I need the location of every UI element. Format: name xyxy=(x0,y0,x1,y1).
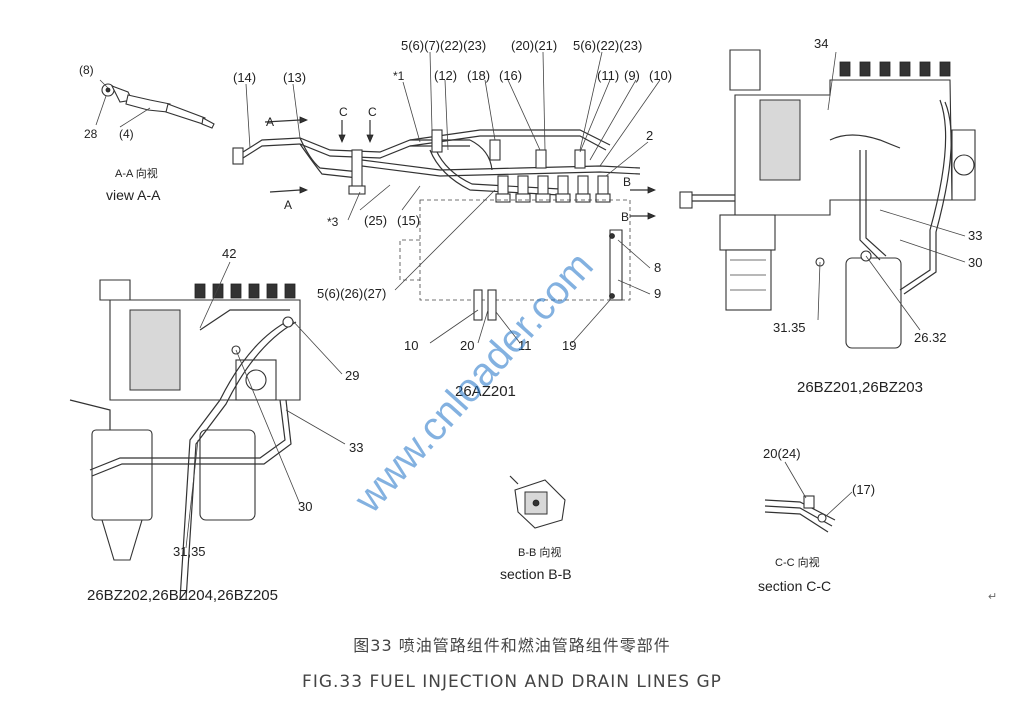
right-pump-fittings xyxy=(839,61,951,77)
view-aa-en: view A-A xyxy=(106,187,161,203)
injector-drawing xyxy=(95,79,215,129)
left-assembly-group: 42 29 33 30 31,35 26BZ202,26BZ204,26BZ20… xyxy=(69,246,363,604)
label-13: (13) xyxy=(283,70,306,85)
label-l-33: 33 xyxy=(349,440,363,455)
left-pump-fittings xyxy=(194,283,296,299)
section-bb-drawing xyxy=(509,475,566,529)
label-l-29: 29 xyxy=(345,368,359,383)
label-a-arrow-bottom: A xyxy=(284,198,292,212)
label-12: (12) xyxy=(434,68,457,83)
label-8: 8 xyxy=(654,260,661,275)
section-cc-drawing xyxy=(764,461,853,533)
label-bottom-10: 10 xyxy=(404,338,418,353)
model-26bz201-203: 26BZ201,26BZ203 xyxy=(797,379,923,396)
model-26bz202-204-205: 26BZ202,26BZ204,26BZ205 xyxy=(87,587,278,604)
label-r-30: 30 xyxy=(968,255,982,270)
right-assembly-group: 34 33 30 31.35 26.32 26BZ201,26BZ203 xyxy=(679,36,982,396)
label-42: 42 xyxy=(222,246,236,261)
label-top-group-3: 5(6)(22)(23) xyxy=(573,38,642,53)
view-aa-cn: A-A 向视 xyxy=(115,166,158,180)
label-b-arrow-top: B xyxy=(623,175,631,189)
section-bb-group: B-B 向视 section B-B xyxy=(500,475,572,582)
label-bottom-20: 20 xyxy=(460,338,474,353)
label-bottom-19: 19 xyxy=(562,338,576,353)
label-bottom-11: 11 xyxy=(518,338,532,353)
label-11: (11) xyxy=(597,68,619,83)
label-r-33: 33 xyxy=(968,228,982,243)
label-a-arrow-top: A xyxy=(266,115,274,129)
label-r-31-35: 31.35 xyxy=(773,320,806,335)
right-pump-drawing xyxy=(679,49,976,349)
label-15: (15) xyxy=(397,213,420,228)
section-bb-en: section B-B xyxy=(500,566,572,582)
label-34: 34 xyxy=(814,36,828,51)
view-aa-group: (8) 28 (4) A-A 向视 view A-A xyxy=(79,63,215,203)
fuel-lines-drawing xyxy=(232,51,661,344)
label-l-30: 30 xyxy=(298,499,312,514)
label-25: (25) xyxy=(364,213,387,228)
label-c-arrow-left: C xyxy=(339,105,348,119)
section-cc-en: section C-C xyxy=(758,578,831,594)
main-assembly-group: (14) (13) A A C C *1 *3 (25) (15) 5(6)(7… xyxy=(232,38,672,400)
label-c-arrow-right: C xyxy=(368,105,377,119)
label-14: (14) xyxy=(233,70,256,85)
label-aa-8: (8) xyxy=(79,63,94,77)
section-cc-cn: C-C 向视 xyxy=(775,555,820,569)
label-9-side: 9 xyxy=(654,286,661,301)
label-cc-20-24: 20(24) xyxy=(763,446,801,461)
label-cc-17: (17) xyxy=(852,482,875,497)
left-pump-drawing xyxy=(69,261,346,601)
label-aa-28: 28 xyxy=(84,127,98,141)
label-10: (10) xyxy=(649,68,672,83)
nozzle-row xyxy=(495,175,611,203)
label-5-26-27: 5(6)(26)(27) xyxy=(317,286,386,301)
label-aa-4: (4) xyxy=(119,127,134,141)
label-l-31-35: 31,35 xyxy=(173,544,206,559)
label-top-group-1: 5(6)(7)(22)(23) xyxy=(401,38,486,53)
label-16: (16) xyxy=(499,68,522,83)
label-b-arrow-bottom: B xyxy=(621,210,629,224)
model-26az201: 26AZ201 xyxy=(455,383,516,400)
label-star-3: *3 xyxy=(327,215,339,229)
label-18: (18) xyxy=(467,68,490,83)
label-top-group-2: (20)(21) xyxy=(511,38,557,53)
label-9: (9) xyxy=(624,68,640,83)
label-2: 2 xyxy=(646,128,653,143)
label-star-1: *1 xyxy=(393,69,405,83)
return-mark: ↵ xyxy=(988,591,998,603)
label-r-26-32: 26.32 xyxy=(914,330,947,345)
section-bb-cn: B-B 向视 xyxy=(518,545,561,559)
figure-title-cn: 图33 喷油管路组件和燃油管路组件零部件 xyxy=(353,636,671,655)
figure-title-en: FIG.33 FUEL INJECTION AND DRAIN LINES GP xyxy=(302,672,722,692)
section-cc-group: 20(24) (17) C-C 向视 section C-C xyxy=(758,446,875,594)
